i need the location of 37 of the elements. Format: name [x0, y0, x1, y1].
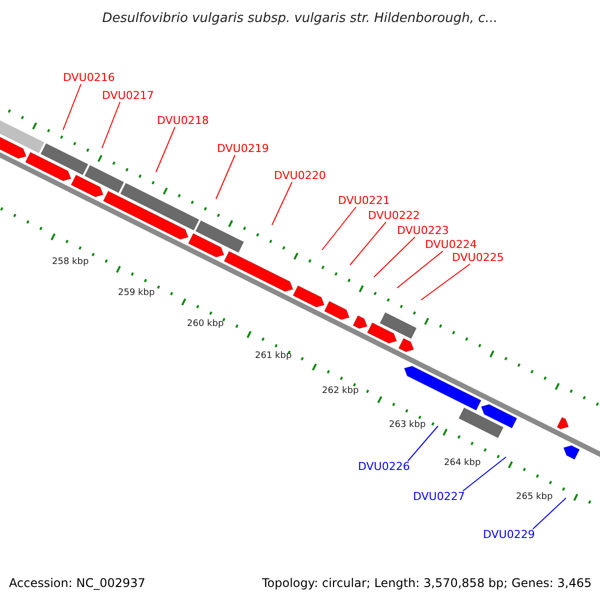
gene-label: DVU0224 [425, 239, 477, 251]
leader-line [396, 250, 444, 288]
gene-label: DVU0220 [274, 170, 326, 182]
leader-line [420, 264, 470, 300]
leader-line [156, 126, 176, 172]
leader-line [216, 154, 236, 200]
gene-label: DVU0227 [413, 491, 465, 503]
leader-line [62, 84, 82, 130]
map-title: Desulfovibrio vulgaris subsp. vulgaris str. Hildenborough, c... [101, 11, 499, 27]
gene-label: DVU0217 [102, 90, 154, 102]
leader-line [272, 182, 292, 226]
scale-label: 264 kbp [444, 458, 481, 468]
scale-label: 263 kbp [389, 420, 426, 430]
leader-line [102, 102, 120, 148]
gene-label: DVU0221 [338, 195, 390, 207]
scale-label: 259 kbp [118, 288, 155, 298]
gene-label: DVU0219 [217, 143, 269, 155]
scale-label: 262 kbp [322, 386, 359, 396]
info-text: Accession: NC_002937 [9, 576, 146, 590]
leader-line [322, 206, 356, 250]
gene-label: DVU0229 [483, 529, 535, 541]
scale-label: 258 kbp [52, 257, 89, 267]
scale-label: 260 kbp [187, 319, 224, 329]
leader-line [462, 456, 506, 492]
leader-line [532, 498, 566, 530]
scale-label: 261 kbp [255, 351, 292, 361]
gene-label: DVU0218 [157, 115, 209, 127]
gene-label: DVU0225 [452, 252, 504, 264]
gene-label: DVU0223 [397, 225, 449, 237]
gene-label: DVU0216 [63, 72, 115, 84]
gene-label: DVU0226 [358, 461, 410, 473]
leader-line [374, 236, 416, 278]
scale-label: 265 kbp [516, 492, 553, 502]
info-text: Topology: circular; Length: 3,570,858 bp; Genes: 3,465 [262, 576, 592, 590]
leader-line [350, 222, 386, 266]
gene-label: DVU0222 [368, 210, 420, 222]
leader-line [407, 426, 438, 462]
